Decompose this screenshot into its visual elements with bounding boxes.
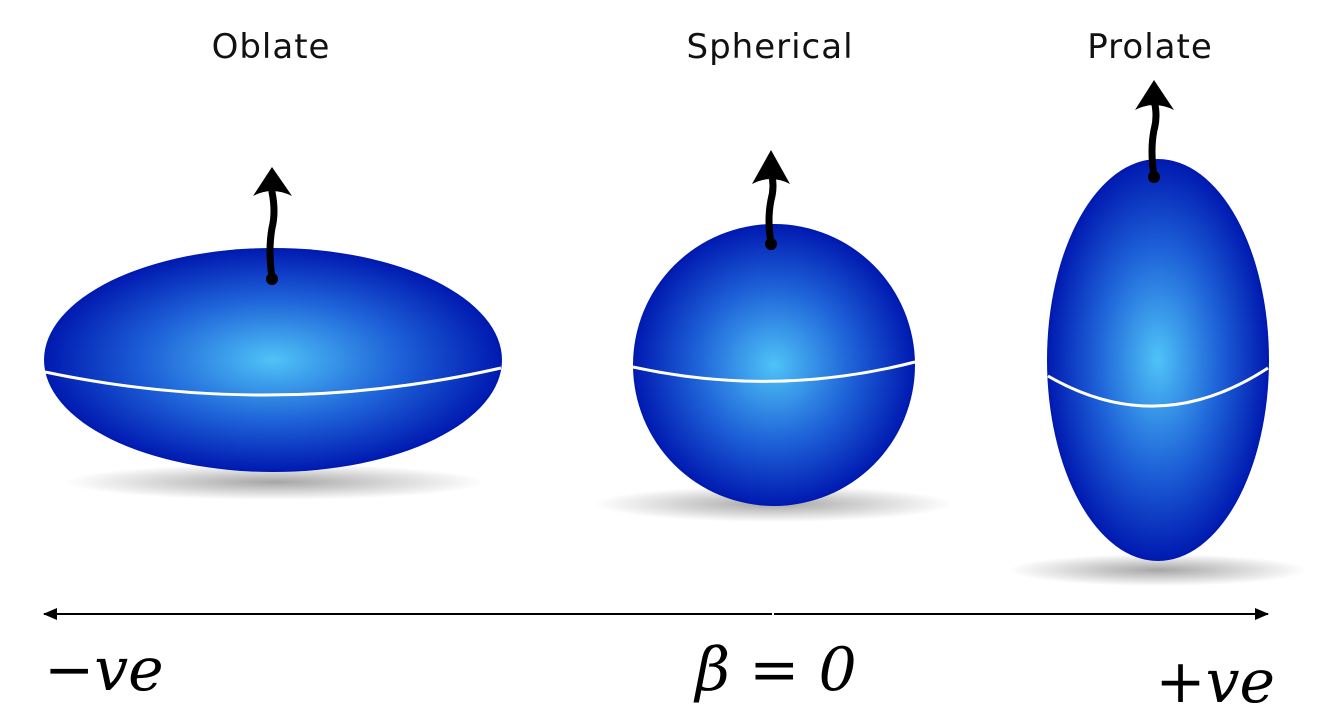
prolate-shape	[1008, 80, 1308, 586]
prolate-spin-arrow-icon	[1135, 80, 1174, 183]
oblate-body	[44, 248, 502, 472]
oblate-equator	[44, 366, 502, 397]
oblate-spin-arrow-icon	[253, 167, 292, 285]
spherical-shape	[594, 150, 954, 522]
positive-label: +ve	[1155, 647, 1275, 717]
prolate-body	[1047, 159, 1269, 561]
prolate-equator	[1047, 366, 1269, 408]
beta-zero-label: β = 0	[693, 635, 856, 705]
spherical-body	[633, 224, 915, 506]
oblate-label: Oblate	[212, 27, 331, 67]
oblate-shadow	[65, 464, 485, 500]
prolate-shadow	[1008, 554, 1308, 586]
spherical-label: Spherical	[686, 27, 853, 67]
spherical-equator	[632, 360, 916, 383]
prolate-label: Prolate	[1087, 27, 1212, 67]
oblate-shape	[44, 167, 502, 500]
negative-label: −ve	[44, 635, 164, 705]
spherical-spin-arrow-icon	[752, 150, 790, 250]
